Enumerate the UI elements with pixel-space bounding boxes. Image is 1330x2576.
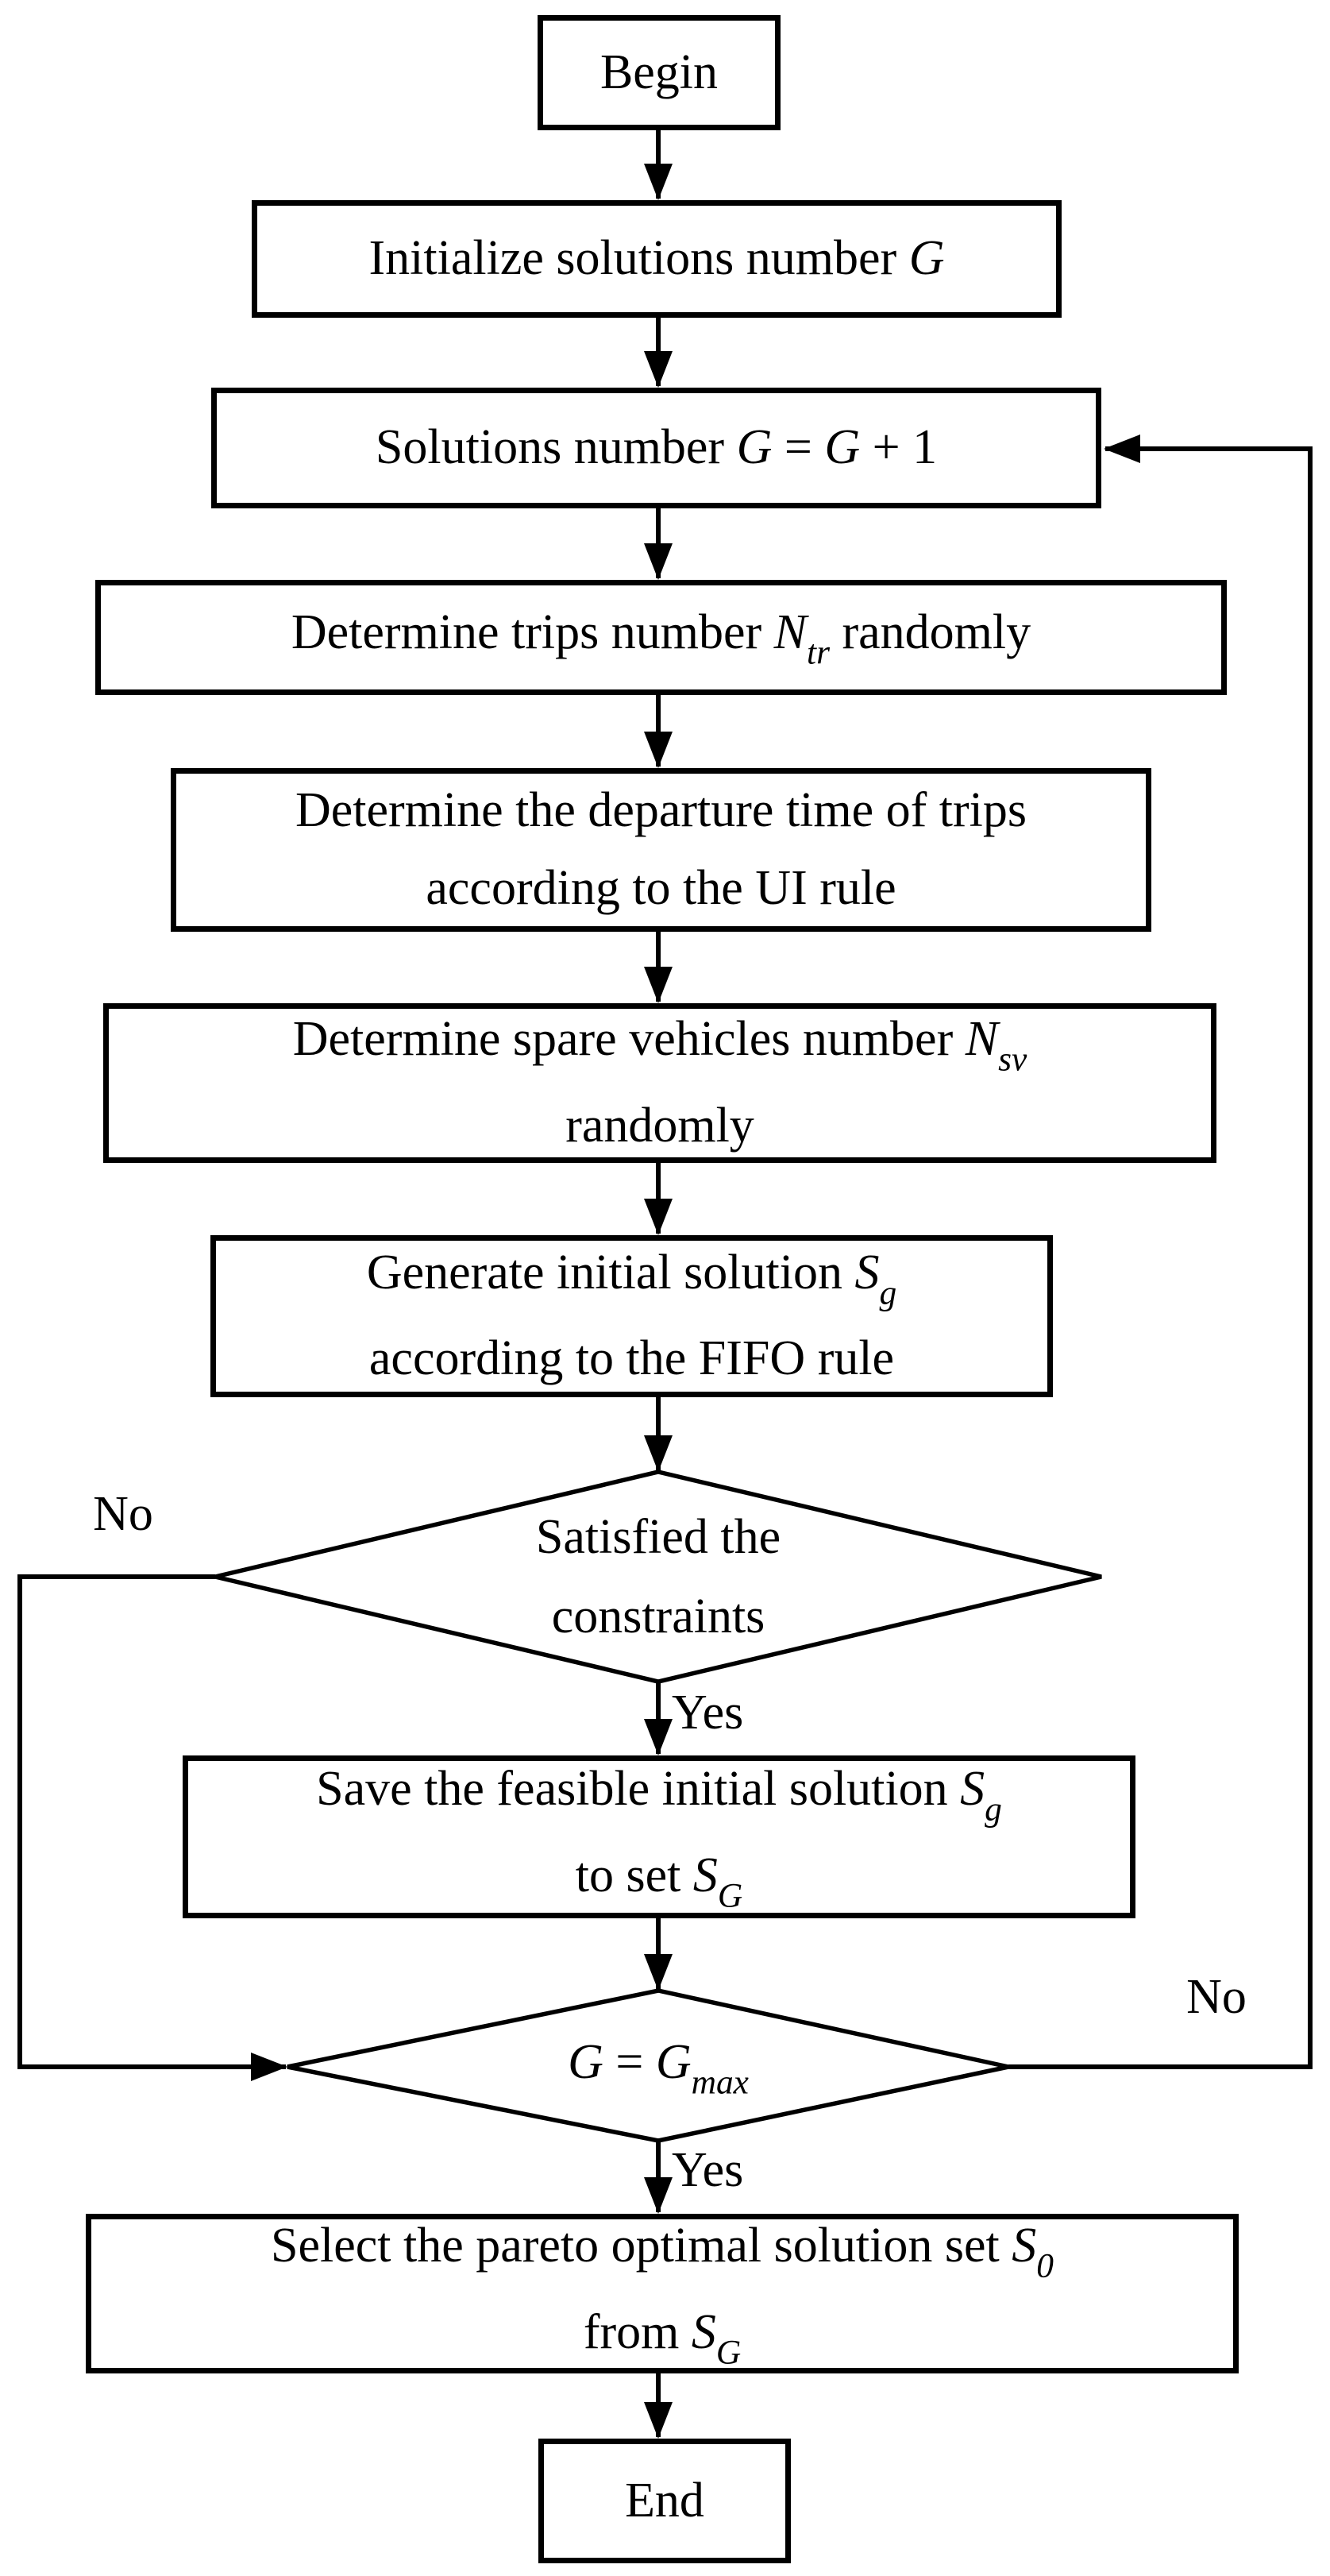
label-no-gmax: No [1186, 1970, 1247, 2024]
label-no-constraints: No [93, 1487, 153, 1541]
loop-no-constraints-to-gmax [17, 1574, 287, 2081]
node-begin: Begin [538, 15, 781, 130]
loop-no-gmax-to-incr [1008, 434, 1313, 2069]
node-initialize-solutions-number: Initialize solutions number G [252, 200, 1062, 318]
node-select-pareto-optimal: Select the pareto optimal solution set S… [86, 2214, 1239, 2373]
diamond-text-g-equals-gmax: G = Gmax [568, 2034, 749, 2102]
node-solutions-number-increment: Solutions number G = G + 1 [211, 388, 1101, 508]
node-determine-trips-number: Determine trips number Ntr randomly [95, 580, 1227, 695]
node-end: End [538, 2439, 791, 2563]
label-yes-gmax: Yes [672, 2143, 744, 2197]
label-yes-constraints: Yes [672, 1686, 744, 1740]
